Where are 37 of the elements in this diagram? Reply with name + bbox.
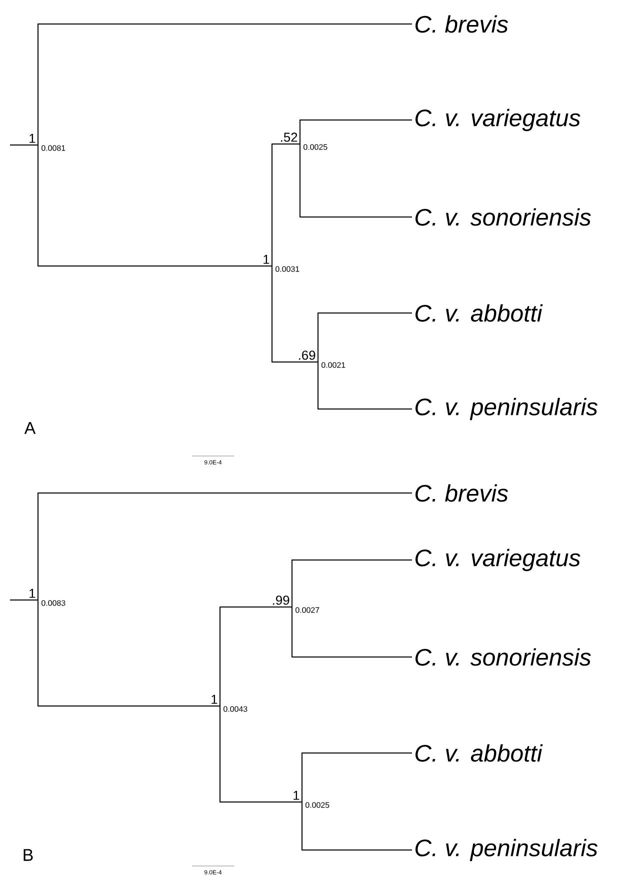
taxon-label: C. v. variegatus [416, 548, 580, 572]
support-value: 1 [30, 588, 36, 598]
branch-line [272, 144, 300, 266]
taxon-label: C. v. abbotti [416, 304, 543, 322]
branch-line [300, 120, 412, 144]
taxon-label: C. v. sonoriensis [416, 208, 591, 226]
branch-line [300, 144, 412, 218]
branch-line [10, 144, 38, 146]
support-value: 1 [212, 694, 218, 704]
taxon-label: C. v. peninsularis [416, 398, 598, 420]
taxon-label: C. brevis [416, 15, 508, 33]
taxon-label: C. v. abbotti [416, 744, 543, 762]
branch-line [38, 600, 220, 706]
taxon-label: C. v. sonoriensis [416, 648, 591, 666]
branch-line [302, 802, 412, 850]
support-value: .69 [298, 350, 316, 360]
branch-line [38, 144, 272, 266]
branch-line [38, 24, 412, 146]
support-value: 1 [294, 790, 300, 800]
support-value: .52 [280, 132, 298, 142]
branch-line [318, 312, 412, 362]
branch-line [272, 266, 318, 362]
branch-line [302, 752, 412, 802]
panel-letter: A [24, 422, 36, 434]
branch-line [292, 606, 412, 658]
branch-line [38, 492, 412, 600]
taxon-label: C. brevis [416, 484, 508, 502]
taxon-label: C. v. variegatus [416, 108, 580, 132]
support-value: 1 [264, 254, 270, 264]
support-value: 1 [30, 134, 36, 143]
branch-line [220, 706, 302, 802]
branch-line [318, 362, 412, 410]
taxon-label: C. v. peninsularis [416, 838, 598, 862]
branch-line [220, 606, 292, 706]
support-value: .99 [272, 596, 290, 605]
branch-line [292, 560, 412, 608]
panel-letter: B [24, 849, 33, 861]
